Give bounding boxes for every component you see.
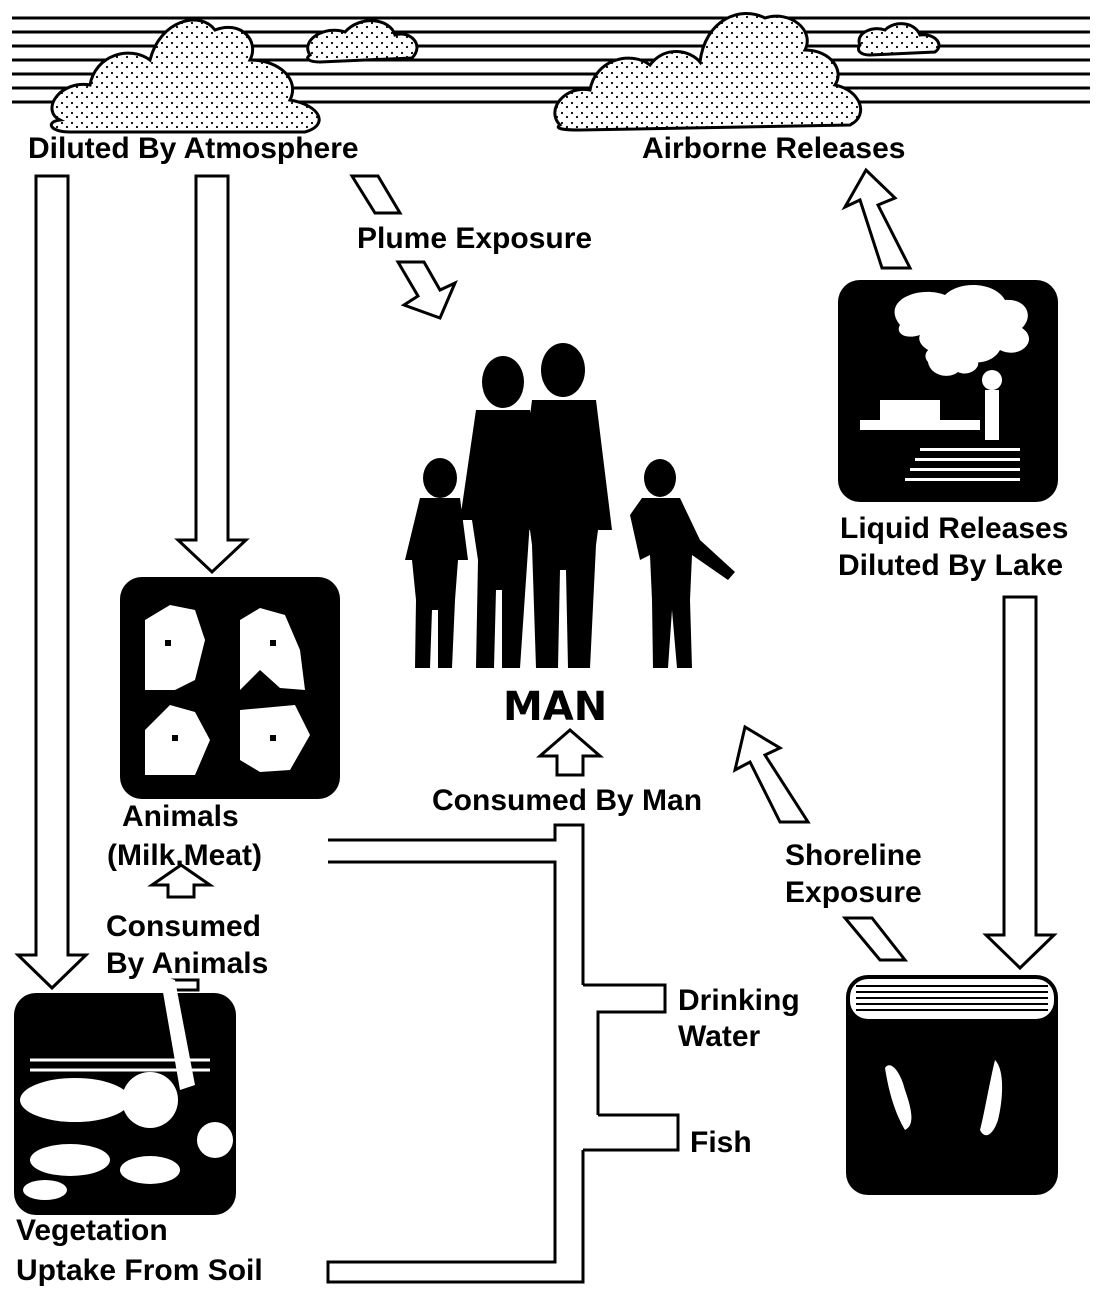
man-label: MAN	[503, 684, 607, 730]
shoreline-label-line1: Shoreline	[785, 839, 922, 872]
plume-exposure-label: Plume Exposure	[357, 222, 592, 255]
consumed-by-man-label: Consumed By Man	[432, 784, 702, 817]
airborne-releases-label: Airborne Releases	[642, 132, 905, 165]
vegetation-label-line1: Vegetation	[16, 1214, 168, 1247]
drinking-water-label-line2: Water	[678, 1020, 761, 1053]
pathway-connectors	[326, 823, 680, 1284]
arrow-consumed-by-man	[535, 728, 605, 777]
diluted-by-atmosphere-label: Diluted By Atmosphere	[28, 132, 359, 165]
animals-label-line1: Animals	[122, 800, 239, 833]
cloud-icon	[49, 12, 941, 134]
liquid-releases-label-line1: Liquid Releases	[840, 512, 1068, 545]
arrow-shoreline-exposure-up	[732, 724, 811, 824]
arrow-plume-exposure-bottom	[395, 260, 458, 320]
fish-label: Fish	[690, 1126, 752, 1159]
arrow-liquid-to-lake	[982, 595, 1058, 971]
shoreline-label-line2: Exposure	[785, 876, 922, 909]
drinking-water-label-line1: Drinking	[678, 984, 800, 1017]
consumed-by-animals-label-line2: By Animals	[106, 947, 268, 980]
arrow-plume-exposure-top	[349, 174, 403, 215]
family-silhouette-icon	[405, 343, 735, 668]
power-plant-icon	[838, 280, 1058, 502]
liquid-releases-label-line2: Diluted By Lake	[838, 549, 1063, 582]
vegetation-label-line2: Uptake From Soil	[16, 1254, 263, 1287]
arrow-consumed-by-animals	[147, 863, 215, 899]
arrow-atmosphere-to-vegetation	[14, 174, 90, 991]
arrow-shoreline-exposure-lower	[841, 916, 909, 962]
vegetables-icon	[14, 975, 236, 1215]
farm-animals-icon	[120, 577, 340, 799]
arrow-atmosphere-to-animals	[174, 174, 250, 575]
arrow-to-airborne-releases	[841, 167, 913, 270]
consumed-by-animals-label-line1: Consumed	[106, 910, 261, 943]
lake-fish-icon	[846, 975, 1058, 1195]
